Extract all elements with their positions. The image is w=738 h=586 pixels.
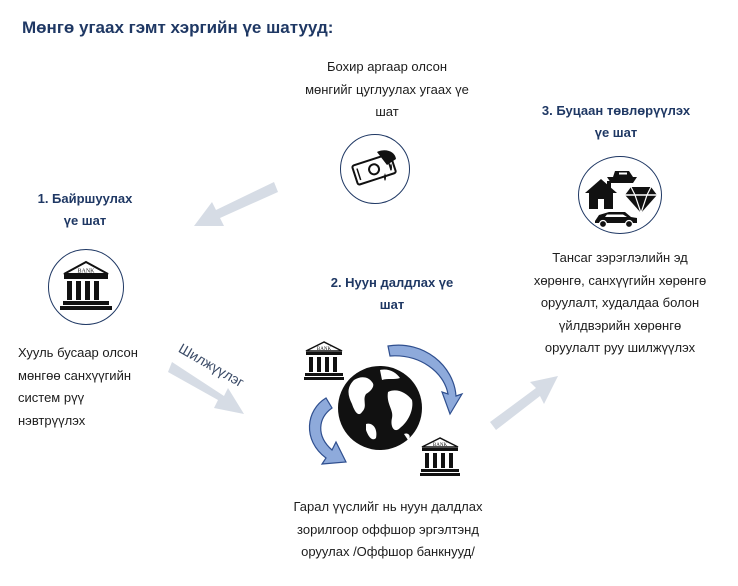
arrow-to-stage1 bbox=[194, 182, 278, 226]
stage1-heading: 1. Байршуулах үе шат bbox=[22, 188, 148, 232]
stage1-bank-circle: BANK bbox=[48, 249, 124, 325]
stage1-desc-line: мөнгөө санхүүгийн bbox=[18, 367, 132, 383]
stage2-description: Гарал үүслийг нь нуун далдлах зорилгоор … bbox=[266, 496, 510, 564]
arrow-to-stage3 bbox=[490, 376, 558, 430]
stage1-desc-line: нэвтрүүлэх bbox=[18, 412, 86, 428]
intro-line: шат bbox=[375, 104, 399, 119]
stage1-description: Хууль бусаар олсон мөнгөө санхүүгийн сис… bbox=[18, 342, 168, 432]
stage3-heading-line: 3. Буцаан төвлөрүүлэх bbox=[541, 103, 691, 118]
dirty-money-icon bbox=[340, 134, 410, 204]
cycle-arrow-bottom bbox=[308, 397, 347, 465]
stage2-offshore-graphic: BANK BANK bbox=[304, 341, 464, 476]
stage2-heading-line: 2. Нуун далдлах үе bbox=[330, 275, 454, 290]
diamond-icon bbox=[625, 186, 657, 215]
yacht-icon bbox=[607, 171, 637, 183]
stage3-heading: 3. Буцаан төвлөрүүлэх үе шат bbox=[536, 100, 696, 144]
stage3-desc-line: хөрөнгө, санхүүгийн хөрөнгө bbox=[533, 272, 707, 288]
bank-sign-text: BANK bbox=[433, 443, 448, 448]
stage1-heading-line: 1. Байршуулах bbox=[37, 191, 133, 206]
stage2-heading-line: шат bbox=[379, 297, 405, 312]
stage3-desc-line: оруулалт руу шилжүүлэх bbox=[544, 340, 696, 355]
car-icon bbox=[595, 212, 637, 229]
intro-line: мөнгийг цуглуулах угаах үе bbox=[305, 81, 469, 97]
stage3-desc-line: үйлдвэрийн хөрөнгө bbox=[558, 317, 682, 333]
stage3-description: Тансаг зэрэглэлийн эд хөрөнгө, санхүүгий… bbox=[518, 247, 722, 360]
intro-line: Бохир аргаар олсон bbox=[326, 59, 448, 74]
stage3-desc-line: Тансаг зэрэглэлийн эд bbox=[552, 250, 688, 265]
stage1-heading-line: үе шат bbox=[63, 213, 107, 228]
stage3-heading-line: үе шат bbox=[594, 125, 638, 140]
bank-icon: BANK bbox=[60, 260, 112, 310]
stage3-desc-line: оруулалт, худалдаа болон bbox=[540, 295, 700, 310]
bank-icon: BANK bbox=[304, 341, 344, 380]
stage2-desc-line: Гарал үүслийг нь нуун далдлах bbox=[293, 499, 483, 514]
bank-icon: BANK bbox=[420, 437, 460, 476]
stage1-desc-line: Хууль бусаар олсон bbox=[18, 345, 138, 360]
stage1-desc-line: систем рүү bbox=[18, 390, 85, 405]
intro-text: Бохир аргаар олсон мөнгийг цуглуулах уга… bbox=[282, 56, 492, 124]
page-title: Мөнгө угаах гэмт хэргийн үе шатууд: bbox=[22, 18, 334, 37]
house-icon bbox=[585, 179, 617, 209]
bank-sign-text: BANK bbox=[317, 347, 332, 352]
stage2-desc-line: оруулах /Оффшор банкнууд/ bbox=[301, 544, 475, 559]
arrow-to-stage2 bbox=[168, 362, 244, 414]
bank-sign-text: BANK bbox=[77, 269, 95, 275]
stage2-heading: 2. Нуун далдлах үе шат bbox=[318, 272, 466, 316]
cycle-arrow-top bbox=[387, 344, 464, 416]
stage2-desc-line: зорилгоор оффшор эргэлтэнд bbox=[297, 521, 479, 537]
money-bill-icon bbox=[351, 150, 397, 186]
globe-icon bbox=[338, 366, 422, 450]
luxury-assets-icon bbox=[585, 171, 657, 229]
stage3-luxury-circle bbox=[578, 156, 662, 234]
